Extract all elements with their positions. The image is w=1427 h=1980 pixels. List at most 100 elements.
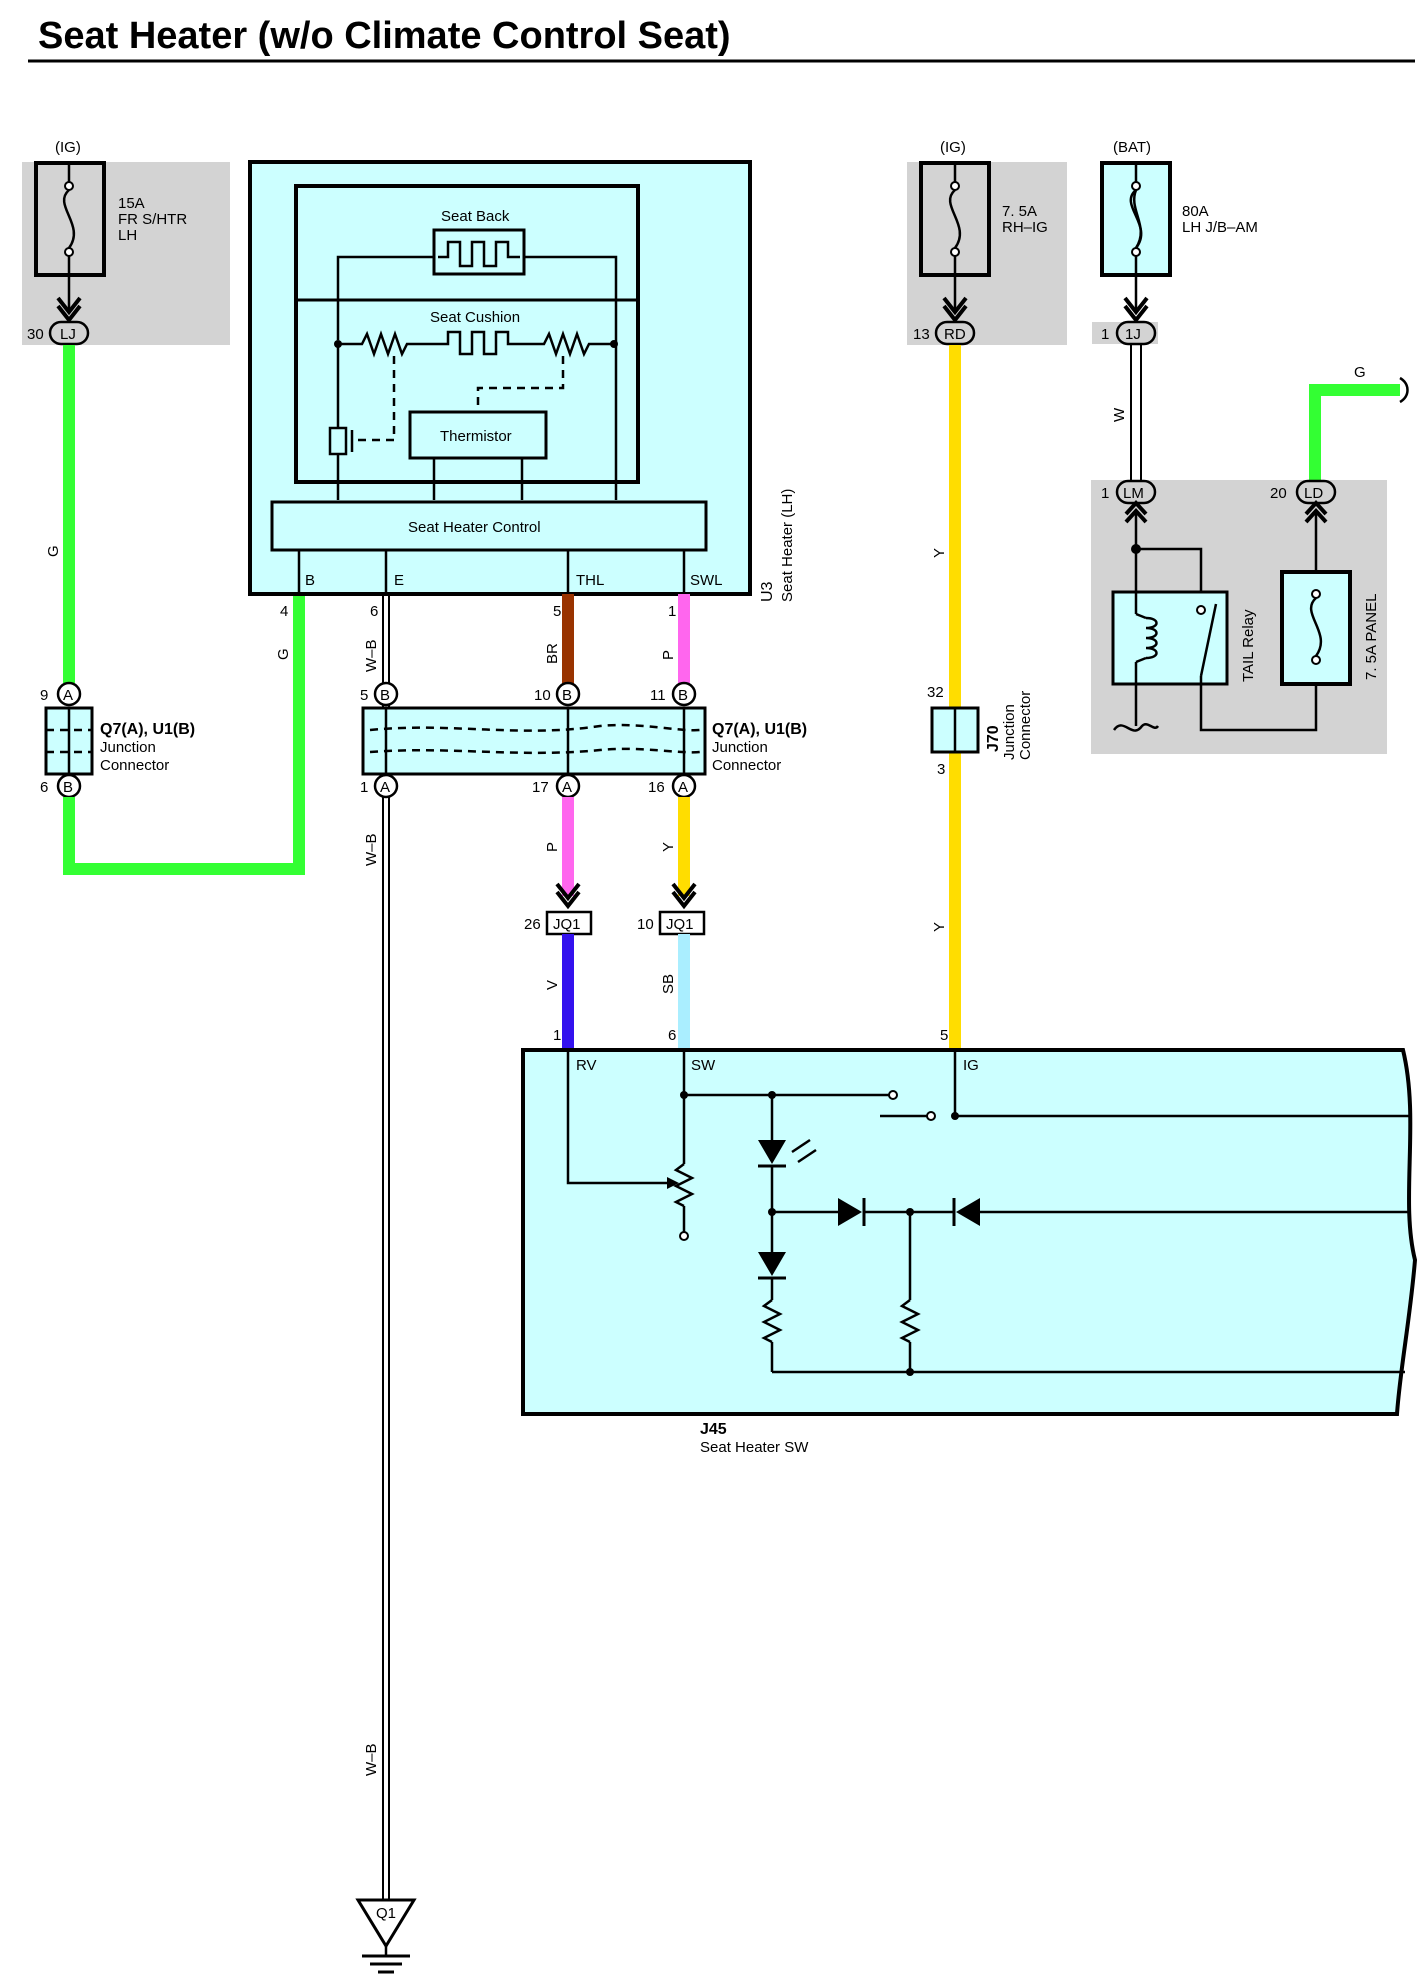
svg-text:V: V <box>544 980 561 990</box>
svg-text:TAIL Relay: TAIL Relay <box>1240 609 1257 682</box>
svg-text:G: G <box>1354 364 1366 381</box>
wire-wb: W–B W–B W–B <box>363 594 390 1900</box>
wire-g-loop: G <box>63 595 305 875</box>
svg-text:IG: IG <box>963 1057 979 1074</box>
svg-text:LH J/B–AM: LH J/B–AM <box>1182 219 1258 236</box>
wire-y-right: Y Y <box>931 345 961 1050</box>
svg-text:SW: SW <box>691 1057 716 1074</box>
svg-text:BR: BR <box>544 643 561 664</box>
svg-text:10: 10 <box>534 687 551 704</box>
ground-q1: Q1 <box>355 1898 417 1974</box>
svg-text:W: W <box>1111 407 1128 422</box>
svg-text:Seat Heater Control: Seat Heater Control <box>408 519 541 536</box>
svg-text:Q1: Q1 <box>376 1905 396 1922</box>
wire-y-mid: Y <box>660 797 697 910</box>
svg-text:W–B: W–B <box>363 833 380 866</box>
svg-text:A: A <box>562 779 572 796</box>
seat-heater-switch: 1 6 5 RV SW IG <box>521 1027 1418 1456</box>
svg-text:Q7(A), U1(B): Q7(A), U1(B) <box>100 721 195 738</box>
svg-text:FR S/HTR: FR S/HTR <box>118 211 187 228</box>
svg-text:11: 11 <box>650 687 666 704</box>
svg-text:G: G <box>45 545 62 557</box>
svg-text:LM: LM <box>1123 485 1144 502</box>
svg-text:6: 6 <box>668 1027 676 1044</box>
svg-text:RD: RD <box>944 326 966 343</box>
svg-text:1: 1 <box>1101 485 1109 502</box>
junction-connector-j70: 32 3 J70 Junction Connector <box>927 684 1034 778</box>
svg-text:W–B: W–B <box>363 639 380 672</box>
svg-text:A: A <box>63 687 73 704</box>
svg-text:SWL: SWL <box>690 572 723 589</box>
svg-text:Junction: Junction <box>712 739 768 756</box>
svg-text:7. 5A: 7. 5A <box>1002 203 1037 220</box>
svg-text:(BAT): (BAT) <box>1113 139 1151 156</box>
svg-text:LD: LD <box>1304 485 1323 502</box>
wire-sb: SB <box>660 934 690 1050</box>
svg-text:6: 6 <box>370 603 378 620</box>
tail-relay-box: LM 1 LD 20 TAIL Relay 7. 5A PANEL <box>1091 479 1387 754</box>
svg-text:80A: 80A <box>1182 203 1209 220</box>
svg-text:(IG): (IG) <box>55 139 81 156</box>
svg-text:Connector: Connector <box>100 757 169 774</box>
svg-text:15A: 15A <box>118 195 145 212</box>
svg-text:Y: Y <box>931 922 948 932</box>
jq1-connectors: JQ1 26 JQ1 10 <box>524 910 706 936</box>
seat-heater-lh: Seat Back Seat Cushion Thermistor Seat H… <box>248 160 796 620</box>
junction-connector-left: 9 A B 6 Q7(A), U1(B) Junction Connector <box>40 681 195 799</box>
svg-text:B: B <box>63 779 73 796</box>
svg-text:RV: RV <box>576 1057 597 1074</box>
svg-text:9: 9 <box>40 687 48 704</box>
svg-text:THL: THL <box>576 572 604 589</box>
svg-text:B: B <box>305 572 315 589</box>
svg-text:3: 3 <box>937 761 945 778</box>
svg-text:RH–IG: RH–IG <box>1002 219 1048 236</box>
svg-text:Connector: Connector <box>1017 691 1034 760</box>
fuse-fr-shtr: (IG) 15A FR S/HTR LH LJ 30 <box>22 139 230 346</box>
svg-text:B: B <box>562 687 572 704</box>
svg-text:LH: LH <box>118 227 137 244</box>
svg-text:Seat Back: Seat Back <box>441 208 510 225</box>
svg-text:Junction: Junction <box>1001 704 1018 760</box>
wire-p-lower: P <box>544 797 581 910</box>
svg-text:5: 5 <box>940 1027 948 1044</box>
wire-g-left: G <box>45 345 75 683</box>
svg-text:Thermistor: Thermistor <box>440 428 512 445</box>
fuse-lh-jb-am: (BAT) 80A LH J/B–AM 1J 1 <box>1092 139 1258 346</box>
svg-text:1: 1 <box>553 1027 561 1044</box>
svg-text:7. 5A PANEL: 7. 5A PANEL <box>1363 594 1380 680</box>
svg-text:Connector: Connector <box>712 757 781 774</box>
svg-text:26: 26 <box>524 916 541 933</box>
svg-text:5: 5 <box>553 603 561 620</box>
svg-text:6: 6 <box>40 779 48 796</box>
wire-p-upper: P <box>660 594 690 686</box>
svg-text:B: B <box>678 687 688 704</box>
svg-text:SB: SB <box>660 974 677 994</box>
svg-text:1: 1 <box>668 603 676 620</box>
svg-text:Y: Y <box>660 842 677 852</box>
svg-text:E: E <box>394 572 404 589</box>
svg-text:JQ1: JQ1 <box>666 916 694 933</box>
svg-text:JQ1: JQ1 <box>553 916 581 933</box>
svg-text:32: 32 <box>927 684 944 701</box>
wire-g-right: G <box>1309 364 1409 482</box>
svg-text:Junction: Junction <box>100 739 156 756</box>
svg-text:30: 30 <box>27 326 44 343</box>
svg-text:20: 20 <box>1270 485 1287 502</box>
svg-text:Seat Heater SW: Seat Heater SW <box>700 1439 809 1456</box>
svg-text:Q7(A), U1(B): Q7(A), U1(B) <box>712 721 807 738</box>
svg-text:13: 13 <box>913 326 930 343</box>
svg-text:1J: 1J <box>1125 326 1141 343</box>
wire-br: BR <box>544 594 574 686</box>
svg-text:4: 4 <box>280 603 288 620</box>
svg-text:J45: J45 <box>700 1421 727 1438</box>
svg-text:5: 5 <box>360 687 368 704</box>
svg-text:G: G <box>275 648 292 660</box>
svg-text:P: P <box>544 842 561 852</box>
svg-text:Seat Heater (LH): Seat Heater (LH) <box>779 489 796 602</box>
svg-text:10: 10 <box>637 916 654 933</box>
svg-text:B: B <box>380 687 390 704</box>
fuse-rh-ig: (IG) 7. 5A RH–IG RD 13 <box>907 139 1067 346</box>
svg-text:17: 17 <box>532 779 549 796</box>
svg-text:(IG): (IG) <box>940 139 966 156</box>
